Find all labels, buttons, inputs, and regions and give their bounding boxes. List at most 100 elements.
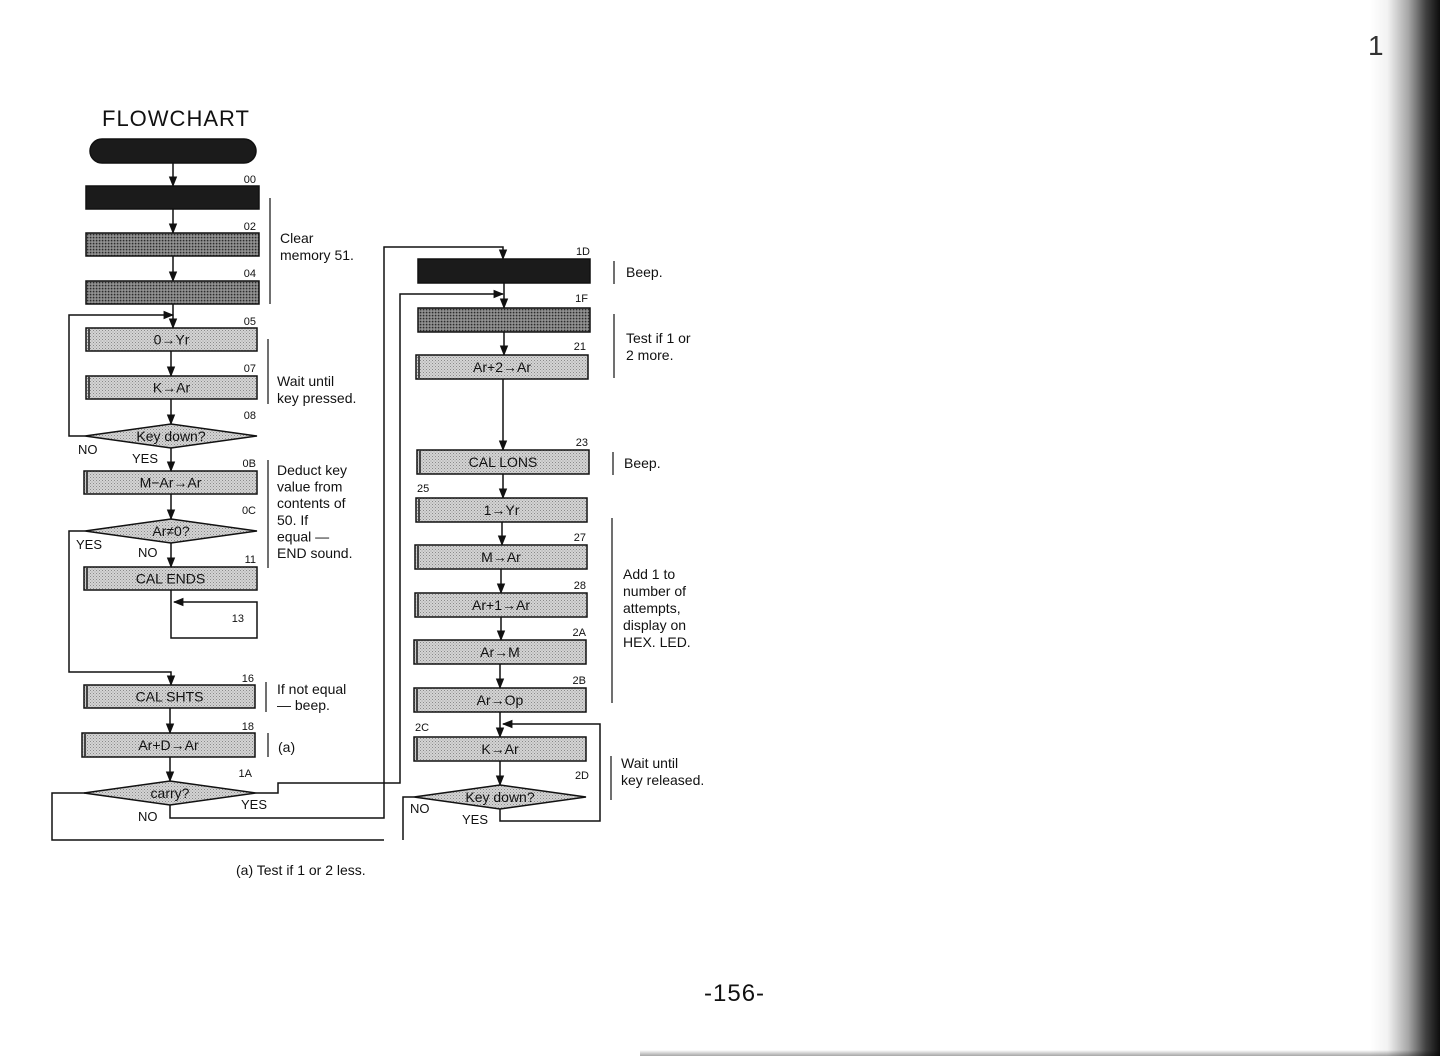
scan-bottom-shadow <box>640 1050 1440 1056</box>
address-label: 07 <box>244 363 256 375</box>
side-note-line: Beep. <box>624 455 661 471</box>
side-note-line: Clear <box>280 230 314 246</box>
address-label: 2C <box>415 722 429 734</box>
flow-box-d0C <box>84 518 258 544</box>
side-note-line: display on <box>623 617 686 633</box>
address-label: 02 <box>244 221 256 233</box>
branch-label: NO <box>138 545 158 560</box>
flow-box-label: CAL ENDS <box>136 571 206 587</box>
flow-box-label: Ar+1→Ar <box>472 597 530 613</box>
address-label: 0C <box>242 505 256 517</box>
flow-box-label: 0→Yr <box>154 332 190 348</box>
address-label: 11 <box>245 554 256 566</box>
flow-box-label: Ar+D→Ar <box>138 737 199 753</box>
flow-box-b28 <box>414 592 588 618</box>
branch-label: YES <box>76 537 102 552</box>
flow-box-label: 1→Yr <box>484 502 520 518</box>
flow-box-b21 <box>415 354 589 380</box>
address-label: 1D <box>576 246 590 258</box>
connector-line <box>169 246 508 819</box>
flow-box-b23 <box>416 449 590 475</box>
side-note-line: Deduct key <box>277 462 347 478</box>
address-label: 28 <box>574 580 586 592</box>
address-label: 1F <box>575 293 588 305</box>
flow-box-b2B <box>413 687 587 713</box>
scan-edge-shadow <box>1370 0 1440 1056</box>
connector-line <box>170 590 258 639</box>
branch-label: NO <box>410 801 430 816</box>
flow-box-label: carry? <box>151 785 190 801</box>
flow-box-label: Ar→Op <box>477 692 524 708</box>
side-note-line: value from <box>277 479 342 495</box>
address-label: 1A <box>239 768 253 780</box>
connector-line <box>68 310 175 437</box>
address-label: 05 <box>244 316 256 328</box>
address-label: 08 <box>244 410 256 422</box>
side-note-line: contents of <box>277 495 346 511</box>
flow-box-b04 <box>85 280 260 305</box>
side-note-line: If not equal <box>277 681 346 697</box>
flow-box-b16 <box>83 684 256 709</box>
side-note-line: key pressed. <box>277 390 356 406</box>
side-note-line: attempts, <box>623 600 681 616</box>
address-label: 04 <box>244 268 256 280</box>
side-note-line: END sound. <box>277 545 352 561</box>
branch-label: NO <box>78 442 98 457</box>
page-title: FLOWCHART <box>102 106 250 131</box>
side-note-line: — beep. <box>277 697 330 713</box>
flow-box-label: Key down? <box>465 789 534 805</box>
flow-box-b2A <box>413 639 587 665</box>
branch-label: YES <box>462 812 488 827</box>
side-note-line: key released. <box>621 772 704 788</box>
flow-box-start <box>89 138 257 164</box>
flow-box-label: K→Ar <box>481 741 519 757</box>
branch-label: YES <box>241 797 267 812</box>
connector-line <box>402 796 414 840</box>
flow-box-label: Ar+2→Ar <box>473 359 531 375</box>
connector-line <box>51 792 384 841</box>
side-note-line: equal — <box>277 528 329 544</box>
flow-box-label: Key down? <box>136 428 205 444</box>
branch-label: NO <box>138 809 158 824</box>
side-note-line: HEX. LED. <box>623 634 691 650</box>
side-note-line: Beep. <box>626 264 663 280</box>
address-label: 21 <box>574 341 586 353</box>
flow-box-d1A <box>83 780 257 806</box>
side-note-line: number of <box>623 583 686 599</box>
flow-box-d08 <box>84 423 258 449</box>
address-label: 25 <box>417 483 429 495</box>
address-label: 2A <box>573 627 587 639</box>
address-label: 13 <box>232 613 244 625</box>
side-note-line: Add 1 to <box>623 566 675 582</box>
page-number: -156- <box>704 980 766 1007</box>
address-label: 0B <box>243 458 256 470</box>
flow-box-b0B <box>83 470 258 495</box>
flow-box-b02 <box>85 232 260 257</box>
flow-box-b11 <box>83 566 258 591</box>
flow-box-b05 <box>85 327 258 352</box>
flow-box-label: Ar→M <box>480 644 520 660</box>
branch-label: YES <box>132 451 158 466</box>
flow-box-b18 <box>81 732 256 758</box>
flow-box-b25 <box>415 497 588 523</box>
connector-line <box>68 530 176 687</box>
connector-line <box>256 289 505 794</box>
side-note-line: 2 more. <box>626 347 673 363</box>
flow-box-label: CAL SHTS <box>136 689 204 705</box>
address-label: 18 <box>242 721 254 733</box>
flow-box-b27 <box>414 544 588 570</box>
flow-box-b07 <box>85 375 258 400</box>
side-note-line: Wait until <box>621 755 678 771</box>
flow-box-label: M−Ar→Ar <box>140 475 202 491</box>
address-label: 16 <box>242 673 254 685</box>
flow-box-d2D <box>413 784 587 810</box>
address-label: 00 <box>244 174 256 186</box>
address-label: 2D <box>575 770 589 782</box>
side-note-line: Wait until <box>277 373 334 389</box>
address-label: 23 <box>576 437 588 449</box>
flow-box-b1F <box>417 307 591 333</box>
flow-box-label: M→Ar <box>481 549 521 565</box>
flow-box-b00 <box>85 185 260 210</box>
address-label: 27 <box>574 532 586 544</box>
